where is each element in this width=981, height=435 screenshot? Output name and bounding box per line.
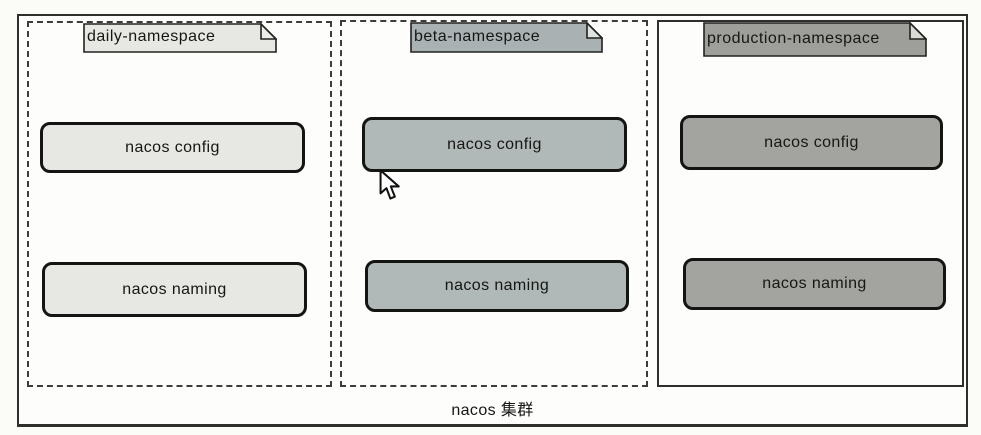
node-daily-nacos-naming: nacos naming [42, 262, 307, 317]
namespace-production-note: production-namespace [703, 22, 927, 57]
namespace-beta-boundary [340, 20, 648, 387]
node-label: nacos config [764, 133, 859, 151]
node-label: nacos config [125, 138, 220, 156]
note-shape-icon [410, 22, 603, 53]
mouse-cursor-icon [379, 169, 400, 207]
node-production-nacos-naming: nacos naming [683, 258, 946, 310]
nacos-cluster-boundary [17, 14, 968, 427]
cluster-label: nacos 集群 [451, 402, 534, 419]
node-label: nacos config [447, 135, 542, 153]
namespace-daily-note: daily-namespace [83, 23, 277, 53]
namespace-beta-note: beta-namespace [410, 22, 603, 53]
node-daily-nacos-config: nacos config [40, 122, 305, 173]
namespace-production-boundary [657, 20, 964, 387]
node-label: nacos naming [122, 280, 227, 298]
note-shape-icon [703, 22, 927, 57]
node-label: nacos naming [762, 275, 867, 292]
namespace-daily-boundary [27, 21, 332, 387]
namespace-beta-label: beta-namespace [414, 27, 541, 45]
namespace-production-label: production-namespace [707, 29, 880, 47]
node-beta-nacos-config: nacos config [362, 117, 627, 172]
node-label: nacos naming [444, 277, 550, 294]
node-production-nacos-config: nacos config [680, 115, 943, 170]
node-beta-nacos-naming: nacos naming [365, 260, 629, 312]
note-shape-icon [83, 23, 277, 53]
namespace-daily-label: daily-namespace [87, 28, 216, 45]
